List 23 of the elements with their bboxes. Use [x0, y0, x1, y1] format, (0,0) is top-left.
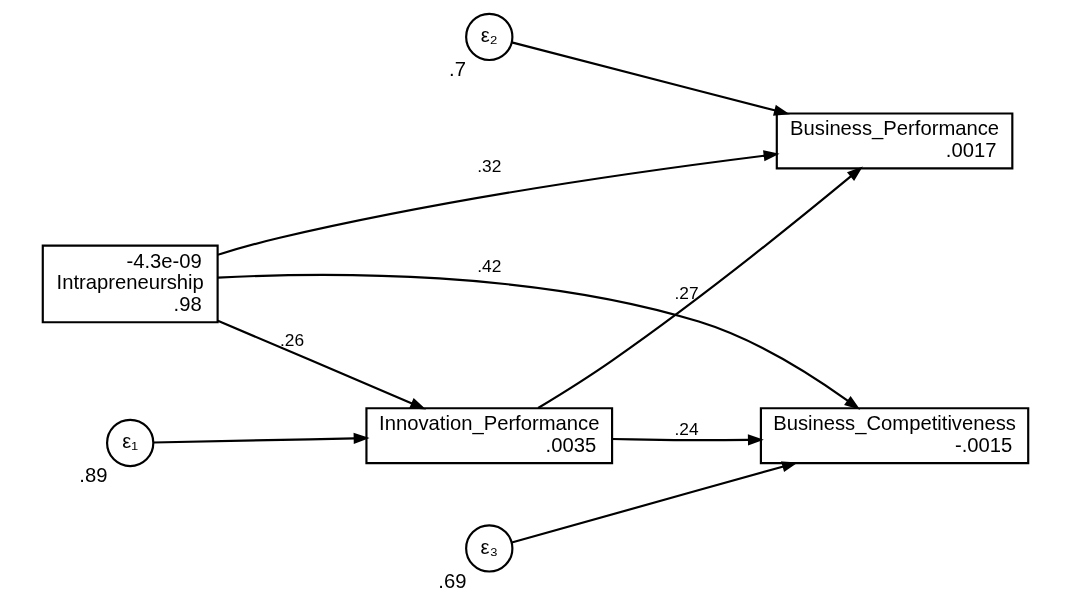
arrow [511, 461, 798, 544]
edge-label: .26 [279, 329, 305, 350]
node-circle: ε₁ [106, 418, 155, 468]
arrow [612, 434, 764, 446]
arrow [217, 150, 780, 256]
arrow [217, 319, 427, 410]
node-circle: ε₂ [465, 12, 514, 62]
node-label: .89 [79, 464, 108, 487]
edge-label: .27 [674, 283, 699, 304]
arrow [217, 273, 861, 410]
node-label: .69 [438, 569, 467, 592]
node-box: Business_Performance .0017 [775, 112, 1014, 170]
node-box: Business_Competitiveness -.0015 [759, 407, 1030, 465]
node-label: .7 [449, 58, 466, 81]
arrow [511, 41, 790, 116]
node-circle: ε₃ [465, 524, 514, 573]
edge-label: .42 [477, 255, 502, 276]
arrow [153, 432, 370, 444]
node-box: Innovation_Performance .0035 [365, 407, 614, 465]
node-box: -4.3e-09 Intrapreneurship .98 [41, 244, 219, 324]
edge-label: .32 [477, 156, 502, 177]
arrow [537, 166, 863, 409]
edge-label: .24 [674, 419, 699, 440]
